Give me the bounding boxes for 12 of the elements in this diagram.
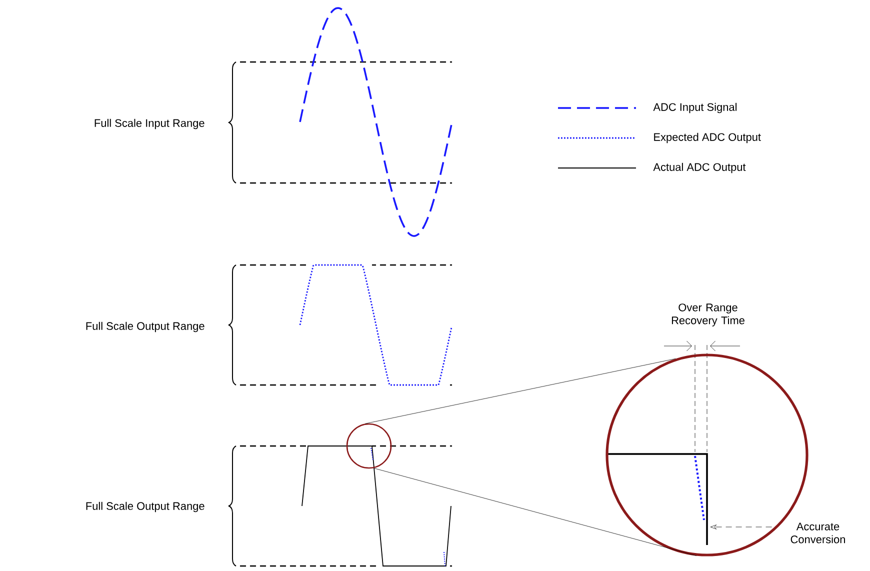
legend-text: Expected ADC Output: [654, 132, 761, 144]
connector-line: [710, 524, 772, 530]
legend-text: ADC Input Signal: [653, 102, 737, 114]
connector-line: [364, 358, 676, 424]
legend-text: Actual ADC Output: [653, 162, 746, 174]
magnifier-circle: [346, 423, 392, 469]
dimension-label: Over Range Recovery Time: [672, 304, 744, 326]
range-label: Full Scale Output Range: [86, 322, 204, 332]
annotation-text: Accurate Conversion: [790, 522, 845, 544]
range-label: Full Scale Input Range: [94, 118, 204, 130]
range-label: Full Scale Output Range: [86, 502, 204, 512]
connector-line: [374, 468, 697, 556]
